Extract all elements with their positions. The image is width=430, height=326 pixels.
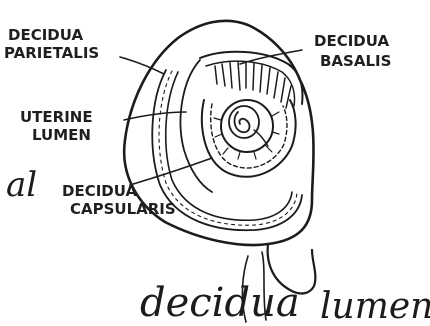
decidua-capsularis-outer [202, 100, 296, 177]
amniotic-cavity [229, 106, 259, 138]
label-decidua-basalis-line2: BASALIS [320, 52, 391, 70]
pointer-uterine-lumen [124, 112, 186, 120]
uterine-lumen-outline [181, 60, 212, 192]
handwriting-left-fragment: al [6, 165, 37, 205]
label-uterine-lumen-line1: UTERINE [20, 108, 93, 126]
handwriting-bottom-right: lumen [320, 286, 430, 326]
embryo [235, 112, 250, 132]
label-decidua-parietalis-line2: PARIETALIS [4, 44, 99, 62]
label-decidua-capsularis-line2: CAPSULARIS [70, 200, 176, 218]
label-decidua-capsularis-line1: DECIDUA [62, 182, 137, 200]
label-uterine-lumen-line2: LUMEN [32, 126, 91, 144]
decidua-parietalis-band-inner [166, 72, 292, 220]
label-decidua-basalis-line1: DECIDUA [314, 32, 389, 50]
label-decidua-parietalis-line1: DECIDUA [8, 26, 83, 44]
handwriting-bottom-left: decidua [140, 280, 300, 326]
yolk-stalk [254, 130, 268, 146]
